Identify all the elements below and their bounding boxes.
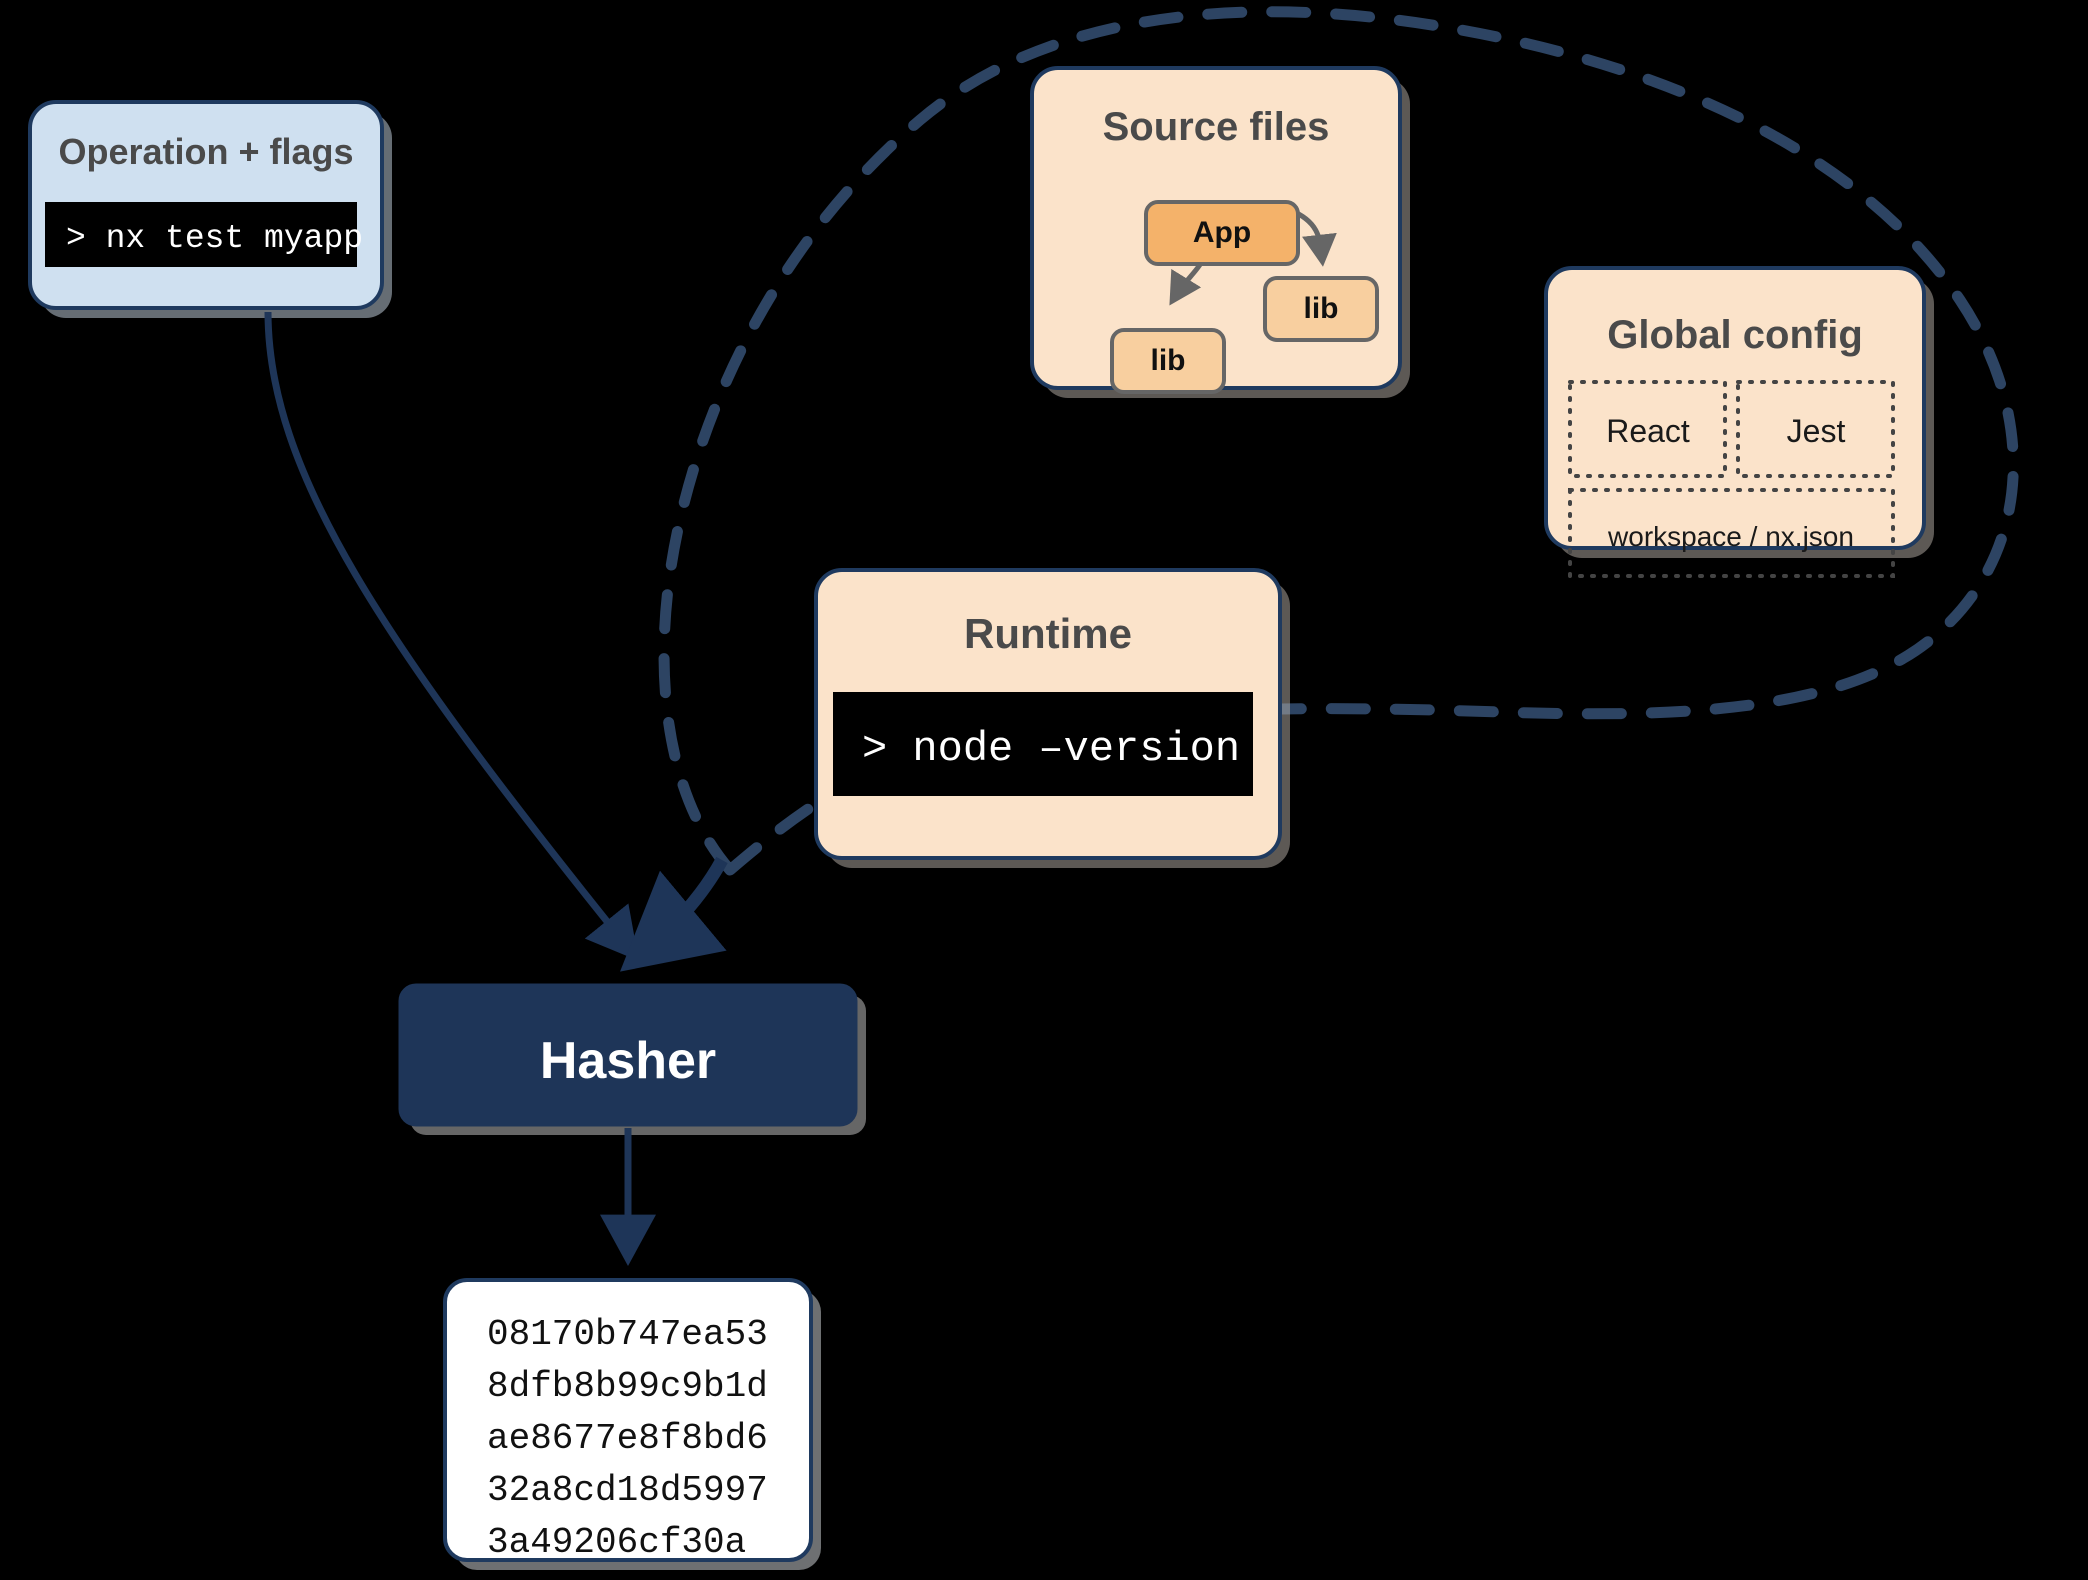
- global-config-item-workspace[interactable]: workspace / nx.json: [1568, 488, 1895, 578]
- runtime-card-title: Runtime: [964, 610, 1132, 657]
- hash-output-card-body: [443, 1278, 813, 1562]
- runtime-card[interactable]: Runtime > node –version: [814, 568, 1290, 868]
- runtime-command-text: > node –version: [862, 725, 1240, 773]
- source-node-app[interactable]: App: [1144, 200, 1300, 266]
- global-config-card[interactable]: Global config React Jest workspace / nx.…: [1544, 266, 1934, 578]
- source-node-lib-right[interactable]: lib: [1263, 276, 1379, 342]
- source-node-app-label: App: [1193, 216, 1251, 249]
- source-node-lib-left-box: [1110, 328, 1226, 394]
- hash-output-line-3: ae8677e8f8bd6: [487, 1418, 768, 1459]
- global-config-item-jest-label: Jest: [1787, 413, 1846, 449]
- hash-output-line-2: 8dfb8b99c9b1d: [487, 1366, 768, 1407]
- global-config-item-react[interactable]: React: [1568, 380, 1727, 478]
- hasher-card-body: [398, 983, 858, 1127]
- global-config-item-jest-box: [1736, 380, 1895, 478]
- hasher-card[interactable]: Hasher: [398, 983, 866, 1135]
- source-node-lib-right-label: lib: [1304, 292, 1339, 325]
- global-config-card-title: Global config: [1607, 313, 1863, 357]
- operation-flags-card[interactable]: Operation + flags > nx test myapp: [28, 100, 392, 318]
- operation-terminal-bg: [45, 202, 357, 267]
- global-config-item-jest[interactable]: Jest: [1736, 380, 1895, 478]
- arrow-cloud-to-hasher: [620, 856, 728, 972]
- global-config-card-body: [1544, 266, 1926, 550]
- source-node-lib-left[interactable]: lib: [1110, 328, 1226, 394]
- source-files-card[interactable]: Source files App lib lib: [1030, 66, 1410, 398]
- operation-card-title: Operation + flags: [58, 131, 353, 172]
- runtime-terminal-bg: [833, 692, 1253, 796]
- source-node-lib-right-box: [1263, 276, 1379, 342]
- operation-command-text: > nx test myapp: [66, 220, 363, 257]
- global-config-item-react-box: [1568, 380, 1727, 478]
- arrows-to-hasher: [264, 311, 728, 972]
- hasher-card-label: Hasher: [540, 1032, 716, 1090]
- source-files-card-title: Source files: [1103, 105, 1330, 149]
- global-config-item-react-label: React: [1606, 413, 1690, 449]
- hash-output-line-4: 32a8cd18d5997: [487, 1470, 768, 1511]
- global-config-item-workspace-label: workspace / nx.json: [1607, 521, 1854, 552]
- source-node-app-box: [1144, 200, 1300, 266]
- hash-output-card[interactable]: 08170b747ea53 8dfb8b99c9b1d ae8677e8f8bd…: [443, 1278, 821, 1570]
- hash-output-line-1: 08170b747ea53: [487, 1314, 768, 1355]
- source-node-lib-left-label: lib: [1151, 344, 1186, 377]
- hash-output-line-5: 3a49206cf30a: [487, 1522, 746, 1563]
- arrow-operation-to-hasher: [264, 311, 639, 961]
